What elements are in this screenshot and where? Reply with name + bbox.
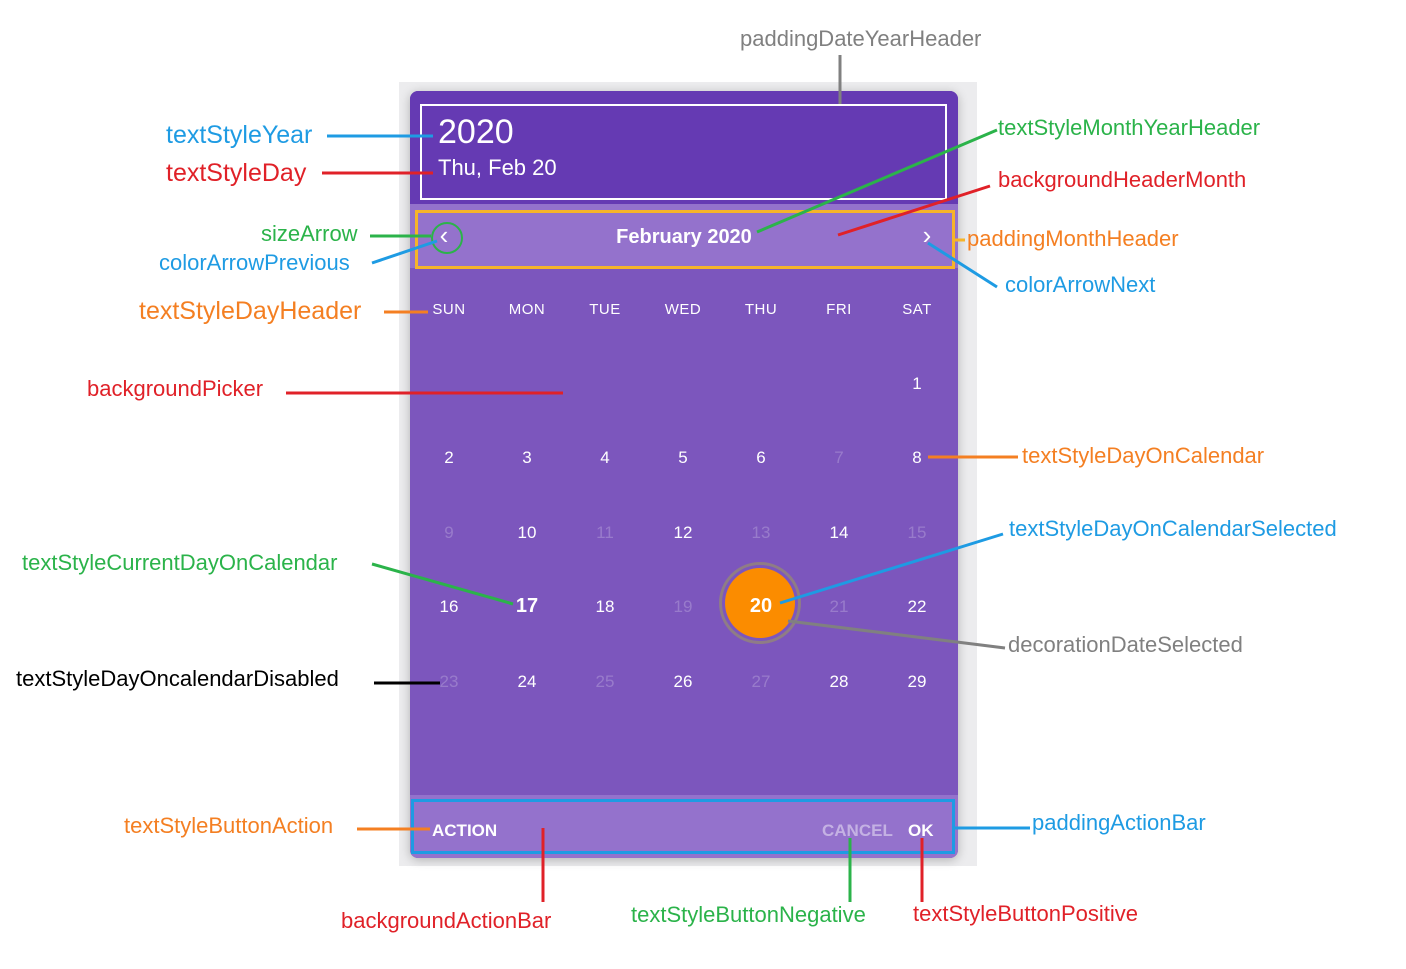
day-cell[interactable]: 4 — [600, 448, 610, 467]
day-cell: 13 — [751, 523, 771, 542]
day-cell: 27 — [751, 672, 771, 691]
day-cell[interactable]: 22 — [907, 597, 927, 616]
day-cell[interactable]: 8 — [912, 448, 922, 467]
leader-color-arrow-previous — [371, 239, 438, 265]
label-text-style-day-on-calendar-selected: textStyleDayOnCalendarSelected — [1009, 516, 1337, 541]
leader-color-arrow-next — [927, 241, 998, 289]
label-padding-date-year-header: paddingDateYearHeader — [740, 26, 982, 51]
leader-current-day — [371, 562, 514, 606]
leader-decoration-selected — [787, 619, 1006, 650]
label-text-style-day-on-calendar: textStyleDayOnCalendar — [1022, 443, 1265, 468]
day-cell[interactable]: 28 — [829, 672, 849, 691]
label-color-arrow-next: colorArrowNext — [1005, 272, 1156, 297]
cancel-button[interactable]: CANCEL — [822, 821, 893, 840]
label-text-style-month-year-header: textStyleMonthYearHeader — [998, 115, 1261, 140]
selected-date-ring — [719, 562, 801, 644]
label-text-style-button-action: textStyleButtonAction — [124, 813, 334, 838]
label-text-style-day: textStyleDay — [166, 159, 307, 187]
weekday-label: SAT — [902, 301, 932, 318]
header-day[interactable]: Thu, Feb 20 — [438, 155, 557, 180]
action-bar-outline — [411, 799, 955, 854]
leader-background-header-month — [837, 184, 991, 237]
label-text-style-button-positive: textStyleButtonPositive — [913, 901, 1139, 926]
day-cell: 15 — [907, 523, 927, 542]
day-cell[interactable]: 5 — [678, 448, 688, 467]
day-cell[interactable]: 3 — [522, 448, 532, 467]
label-text-style-day-header: textStyleDayHeader — [139, 297, 362, 325]
label-background-action-bar: backgroundActionBar — [341, 908, 552, 933]
label-padding-action-bar: paddingActionBar — [1032, 810, 1206, 835]
day-cell: 25 — [595, 672, 615, 691]
action-button[interactable]: ACTION — [432, 821, 498, 840]
weekday-label: WED — [664, 301, 702, 318]
day-cell-current[interactable]: 17 — [515, 595, 539, 617]
date-picker: 2020 Thu, Feb 20 ‹ February 2020 › SUN M… — [410, 91, 958, 858]
label-text-style-year: textStyleYear — [166, 121, 313, 149]
day-cell: 19 — [673, 597, 693, 616]
day-cell: 7 — [834, 448, 844, 467]
day-cell: 9 — [444, 523, 454, 542]
day-cell[interactable]: 16 — [439, 597, 459, 616]
chevron-right-icon[interactable]: › — [922, 220, 932, 250]
day-cell: 11 — [596, 523, 614, 542]
month-year-title: February 2020 — [616, 226, 752, 248]
day-cell[interactable]: 14 — [829, 523, 849, 542]
label-padding-month-header: paddingMonthHeader — [967, 226, 1179, 251]
label-background-header-month: backgroundHeaderMonth — [998, 167, 1247, 192]
action-bar: ACTION CANCEL OK — [410, 795, 958, 858]
day-cell[interactable]: 2 — [444, 448, 454, 467]
label-background-picker: backgroundPicker — [87, 376, 264, 401]
label-text-style-day-on-calendar-disabled: textStyleDayOncalendarDisabled — [16, 666, 339, 691]
ok-button[interactable]: OK — [908, 821, 934, 840]
day-cell[interactable]: 6 — [756, 448, 766, 467]
day-cell-selected[interactable]: 20 — [749, 595, 773, 617]
leader-day-selected — [779, 532, 1004, 605]
day-cell: 21 — [829, 597, 849, 616]
weekday-label: SUN — [432, 301, 466, 318]
day-cell[interactable]: 24 — [517, 672, 537, 691]
weekday-label: THU — [744, 301, 778, 318]
header-year[interactable]: 2020 — [438, 113, 514, 151]
day-cell: 23 — [439, 672, 459, 691]
label-decoration-date-selected: decorationDateSelected — [1008, 632, 1243, 657]
weekday-label: FRI — [826, 301, 852, 318]
weekday-label: TUE — [589, 301, 621, 318]
leader-month-year-header — [756, 128, 998, 234]
size-arrow-circle — [431, 222, 463, 254]
month-header-outline — [415, 210, 955, 269]
day-cell[interactable]: 12 — [673, 523, 693, 542]
day-cell[interactable]: 10 — [517, 523, 537, 542]
label-text-style-button-negative: textStyleButtonNegative — [631, 902, 866, 927]
weekday-label: MON — [508, 301, 546, 318]
day-cell[interactable]: 18 — [595, 597, 615, 616]
label-text-style-current-day-on-calendar: textStyleCurrentDayOnCalendar — [22, 550, 338, 575]
day-cell[interactable]: 26 — [673, 672, 693, 691]
day-cell[interactable]: 29 — [907, 672, 927, 691]
label-size-arrow: sizeArrow — [261, 221, 358, 246]
label-color-arrow-previous: colorArrowPrevious — [159, 250, 350, 275]
day-cell[interactable]: 1 — [912, 374, 922, 393]
